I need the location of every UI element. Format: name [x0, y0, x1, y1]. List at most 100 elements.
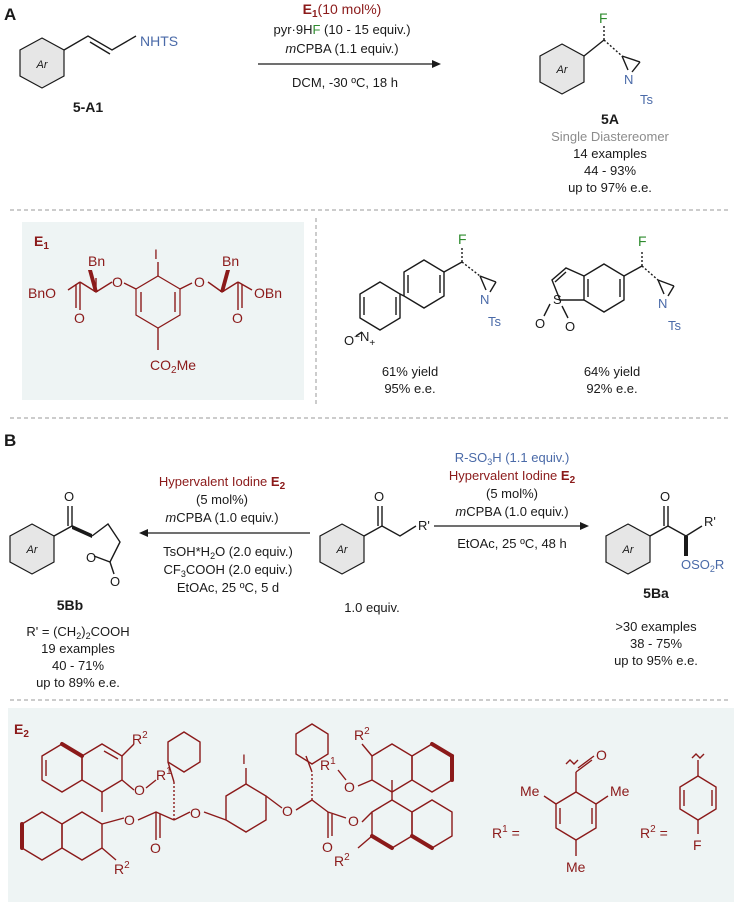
ester-group: CO2Me	[150, 357, 196, 376]
conditions-b-left: Hypervalent Iodine E2 (5 mol%) mCPBA (1.…	[139, 474, 310, 595]
conditions-text-a: DCM, -30 ºC, 18 h	[292, 75, 398, 90]
atom-o: O	[150, 840, 161, 856]
aziridine-bond	[621, 55, 629, 71]
examples-count: >30 examples	[615, 619, 697, 634]
bond	[101, 817, 125, 825]
yield-range: 38 - 75%	[630, 636, 682, 651]
r-definition: R' = (CH2)2COOH	[26, 624, 129, 641]
bond	[685, 525, 703, 537]
reagent-mcpba: mCPBA (1.0 equiv.)	[165, 510, 278, 525]
bond	[595, 795, 609, 805]
e1-catalyst-box: E1 I O O Bn O BnO Bn O OBn CO2Me	[22, 222, 304, 400]
atom-n: N	[480, 292, 489, 307]
atom-f: F	[638, 233, 647, 249]
r2-group: R2	[114, 860, 130, 877]
phenyl-ring	[167, 731, 201, 773]
bold-bond	[60, 742, 84, 758]
ee-value: up to 97% e.e.	[568, 180, 652, 195]
bond	[173, 811, 191, 821]
arrow-head-left	[139, 529, 148, 537]
bno-group: BnO	[28, 285, 56, 301]
aziridine-bond	[667, 285, 675, 297]
bond	[667, 525, 687, 537]
atom-o: O	[282, 803, 293, 819]
loading: (5 mol%)	[196, 492, 248, 507]
additive-tsoh: TsOH*H2O (2.0 equiv.)	[163, 544, 293, 561]
atom-ts: Ts	[640, 92, 654, 107]
bold-bond	[370, 834, 394, 850]
aziridine-bond	[489, 281, 497, 293]
product-label: 5Ba	[643, 585, 669, 601]
bond	[337, 769, 347, 781]
example-1-ee: 95% e.e.	[384, 381, 435, 396]
atom-o: O	[344, 779, 355, 795]
bond	[357, 835, 373, 849]
bond	[179, 282, 193, 290]
atom-o: O	[112, 274, 123, 290]
bond	[649, 525, 669, 537]
atom-o: O	[565, 319, 575, 334]
atom-o: O	[74, 310, 85, 326]
atom-f: F	[599, 10, 608, 26]
panel-b: B Ar O O O 5Bb R' = (CH2)2COOH 19 exampl…	[4, 431, 724, 690]
aryl-label: Ar	[556, 64, 569, 76]
bond	[145, 779, 157, 789]
conditions-text: EtOAc, 25 ºC, 48 h	[457, 536, 567, 551]
hash-bond	[461, 261, 481, 277]
obn-group: OBn	[254, 285, 282, 301]
r-prime: R'	[418, 518, 430, 533]
e2-catalyst-box: E2 R2 O R1 R2 O O O I	[8, 708, 734, 902]
wedge-bond	[72, 525, 92, 538]
phenyl-ring	[295, 723, 329, 765]
r-prime: R'	[704, 514, 716, 529]
carbonyl-double	[577, 755, 595, 769]
catalyst-e2-text: Hypervalent Iodine E2	[159, 474, 286, 492]
bond	[121, 743, 135, 757]
lactone-ring	[91, 522, 121, 563]
atom-o: O	[348, 813, 359, 829]
biaryl-bond	[399, 293, 405, 297]
bold-bond	[430, 742, 454, 758]
pyridine-ring	[359, 281, 401, 331]
bond	[237, 281, 253, 291]
conditions-a: E1(10 mol%) pyr·9HF (10 - 15 equiv.) mCP…	[258, 1, 441, 90]
bond	[543, 795, 557, 805]
r2-group: R2	[354, 726, 370, 743]
atom-bn: Bn	[222, 253, 239, 269]
atom-o: O	[194, 274, 205, 290]
bond	[167, 761, 175, 783]
loading: (5 mol%)	[486, 486, 538, 501]
example-benzothiophene-dioxide: S O O F N Ts 64% yield 92% e.e.	[535, 233, 682, 396]
examples-count: 19 examples	[41, 641, 115, 656]
atom-s: S	[553, 292, 562, 307]
bond	[67, 281, 81, 291]
e2-background	[8, 708, 734, 902]
atom-n: N	[658, 296, 667, 311]
bond	[53, 525, 73, 537]
atom-o: O	[322, 839, 333, 855]
chain	[381, 525, 417, 537]
e1-label: E1	[34, 233, 49, 252]
example-2-yield: 64% yield	[584, 364, 640, 379]
example-1-yield: 61% yield	[382, 364, 438, 379]
osulfonyl-group: OSO2R	[681, 557, 724, 574]
aziridine-bond	[631, 61, 641, 73]
product-5bb: Ar O O O 5Bb R' = (CH2)2COOH 19 examples…	[9, 489, 130, 690]
substrate-equiv: 1.0 equiv.	[344, 600, 399, 615]
bond	[357, 779, 373, 787]
bond	[203, 811, 227, 821]
catalyst-e2-text: Hypervalent Iodine E2	[449, 468, 576, 486]
r2-definition: R2 =	[640, 824, 668, 841]
carbonyl	[575, 759, 593, 773]
atom-i: I	[154, 246, 158, 262]
e1-background	[22, 222, 304, 400]
reagent-rso3h: R-SO3H (1.1 equiv.)	[455, 450, 570, 467]
bond	[623, 265, 643, 277]
panel-a-label: A	[4, 5, 16, 24]
bond	[361, 811, 373, 823]
panel-a: A Ar NHTS 5-A1 E1(10 mol%) pyr·9HF (10 -…	[4, 1, 670, 195]
bond	[363, 525, 383, 537]
product-5ba: Ar O R' OSO2R 5Ba >30 examples 38 - 75% …	[605, 489, 724, 668]
aryl-label: Ar	[36, 59, 49, 71]
benzo-ring	[583, 263, 625, 313]
